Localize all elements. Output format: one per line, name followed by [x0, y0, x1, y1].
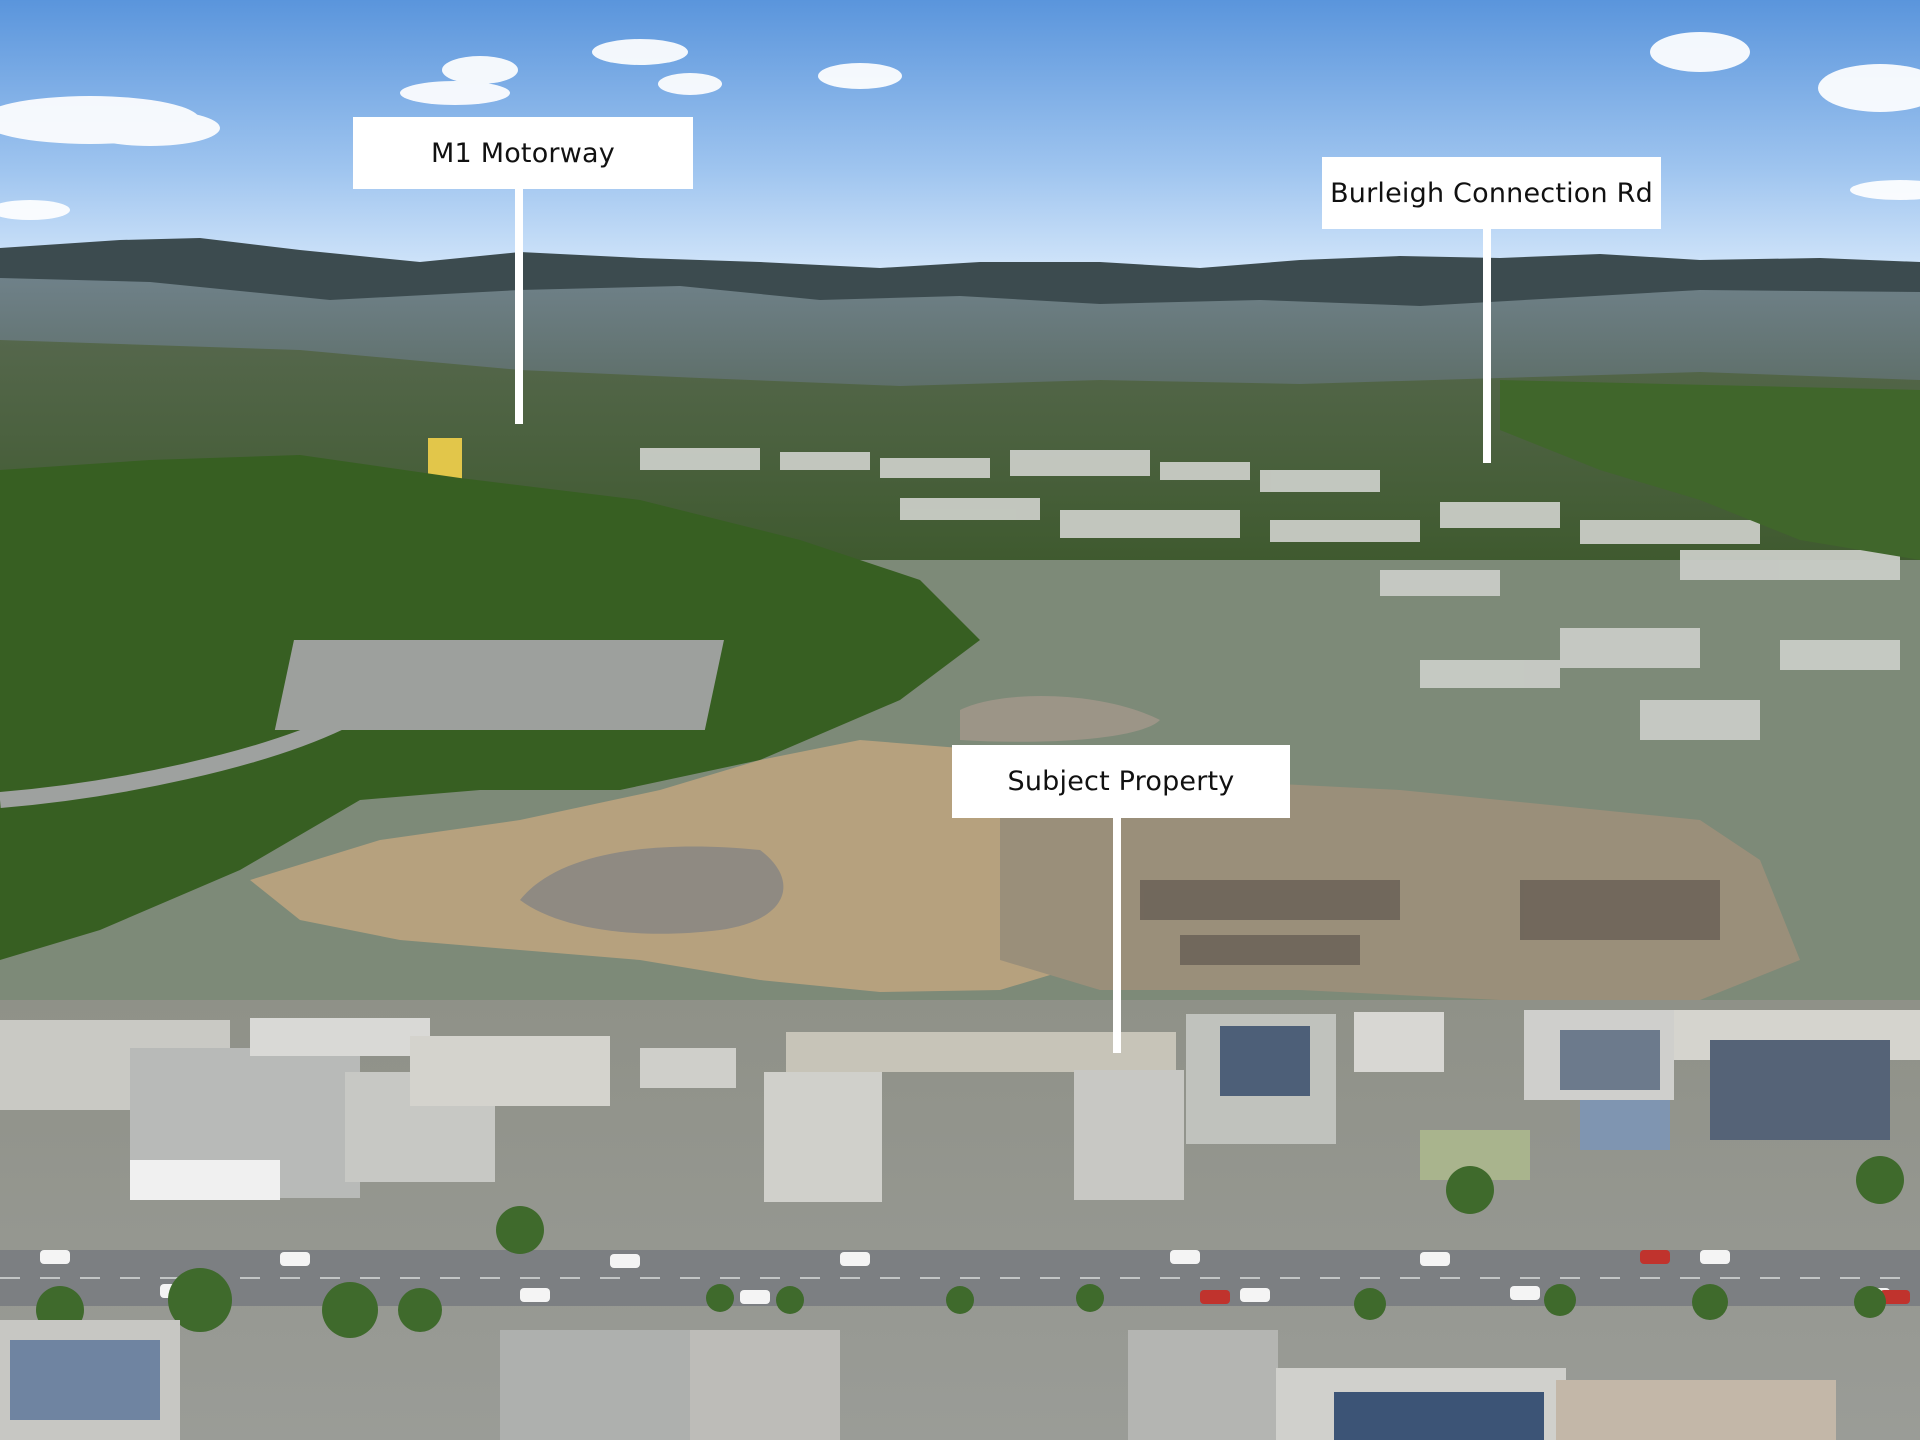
foreground-buildings	[0, 1010, 1920, 1202]
burleigh-connection-rd-label: Burleigh Connection Rd	[1322, 157, 1661, 229]
truck-yard	[274, 640, 724, 730]
scrap-yard	[1140, 880, 1720, 965]
burleigh-connection-rd-callout: Burleigh Connection Rd	[1322, 157, 1661, 463]
bottom-buildings	[0, 1320, 1836, 1440]
red-cars	[1200, 1250, 1910, 1304]
m1-motorway-callout: M1 Motorway	[353, 117, 693, 424]
sky	[0, 0, 1920, 280]
subject-property-label: Subject Property	[952, 745, 1290, 818]
m1-motorway-label: M1 Motorway	[353, 117, 693, 189]
subject-property-pointer-line	[1113, 818, 1121, 1053]
right-trees	[1500, 380, 1920, 560]
clouds	[0, 32, 1920, 220]
street-trees	[36, 1156, 1904, 1338]
burleigh-connection-rd-pointer-line	[1483, 229, 1491, 463]
gravel-pile	[960, 696, 1160, 742]
gravel-pile	[520, 846, 784, 934]
m1-motorway-pointer-line	[515, 189, 523, 424]
distant-industrial-area	[640, 448, 1900, 740]
subject-property-callout: Subject Property	[952, 745, 1290, 1053]
